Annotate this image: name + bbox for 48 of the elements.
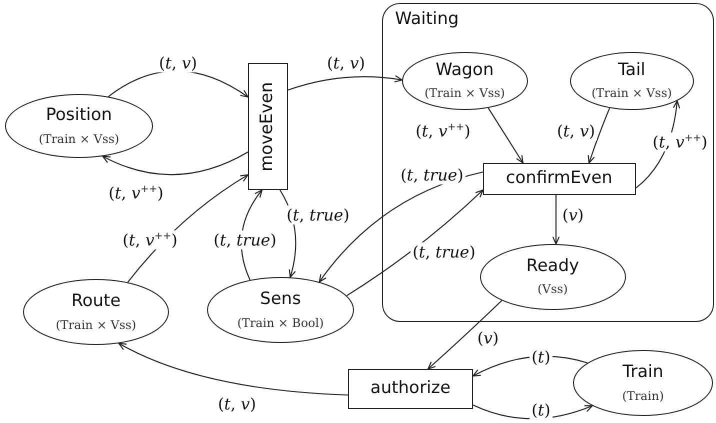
node-name: Train xyxy=(622,363,664,383)
place-ellipse xyxy=(570,52,694,110)
type-label: (Train) xyxy=(622,388,664,403)
node-name: Sens xyxy=(260,290,301,310)
type-label: (Train × Vss) xyxy=(56,318,136,332)
node-name: Position xyxy=(46,106,112,126)
edge-label: (t, v$^{++}$) xyxy=(650,132,710,152)
edge-label: (t) xyxy=(530,400,552,420)
edge-label: (t, v$^{++}$) xyxy=(120,230,180,250)
arrow xyxy=(488,108,524,164)
arrow xyxy=(118,342,348,396)
node-name: authorize xyxy=(370,379,451,399)
arrow xyxy=(288,75,403,91)
type-label: (Train × Vss) xyxy=(38,132,120,146)
edge-label: (t, v$^{++}$) xyxy=(414,121,472,141)
place-ellipse xyxy=(573,350,713,416)
edge-label: (t) xyxy=(530,347,552,367)
arrow xyxy=(588,108,610,164)
transition-box xyxy=(482,162,636,195)
node-name: moveEven xyxy=(258,82,278,172)
node-name: Tail xyxy=(618,60,646,80)
edge-label: (t, true) xyxy=(410,242,478,262)
node-name: confirmEven xyxy=(506,168,612,188)
place-ellipse xyxy=(207,277,354,343)
type-label: (Train × Vss) xyxy=(424,86,505,100)
arrow xyxy=(472,404,593,420)
place-ellipse xyxy=(23,279,169,345)
node-name: Route xyxy=(71,292,121,312)
arrow xyxy=(346,189,484,296)
edge-label: (t, v$^{++}$) xyxy=(106,183,166,203)
transition-box xyxy=(248,63,288,190)
transition-box xyxy=(348,369,473,409)
node-name: Wagon xyxy=(436,60,494,80)
node-name: Ready xyxy=(526,256,580,276)
place-ellipse xyxy=(402,52,528,110)
arrow xyxy=(552,195,560,245)
type-label: (Vss) xyxy=(538,282,568,296)
edge-label: (t, true) xyxy=(212,230,278,250)
type-label: (Train × Bool) xyxy=(237,316,324,330)
arrow xyxy=(427,300,502,370)
arrow xyxy=(102,152,248,176)
arrow xyxy=(472,356,588,377)
group-title: Waiting xyxy=(395,10,459,30)
edge-label: (t, true) xyxy=(398,165,466,185)
place-ellipse xyxy=(480,244,626,310)
edge-label: (t, true) xyxy=(284,205,352,225)
place-ellipse xyxy=(5,94,153,158)
type-label: (Train × Vss) xyxy=(591,86,672,100)
